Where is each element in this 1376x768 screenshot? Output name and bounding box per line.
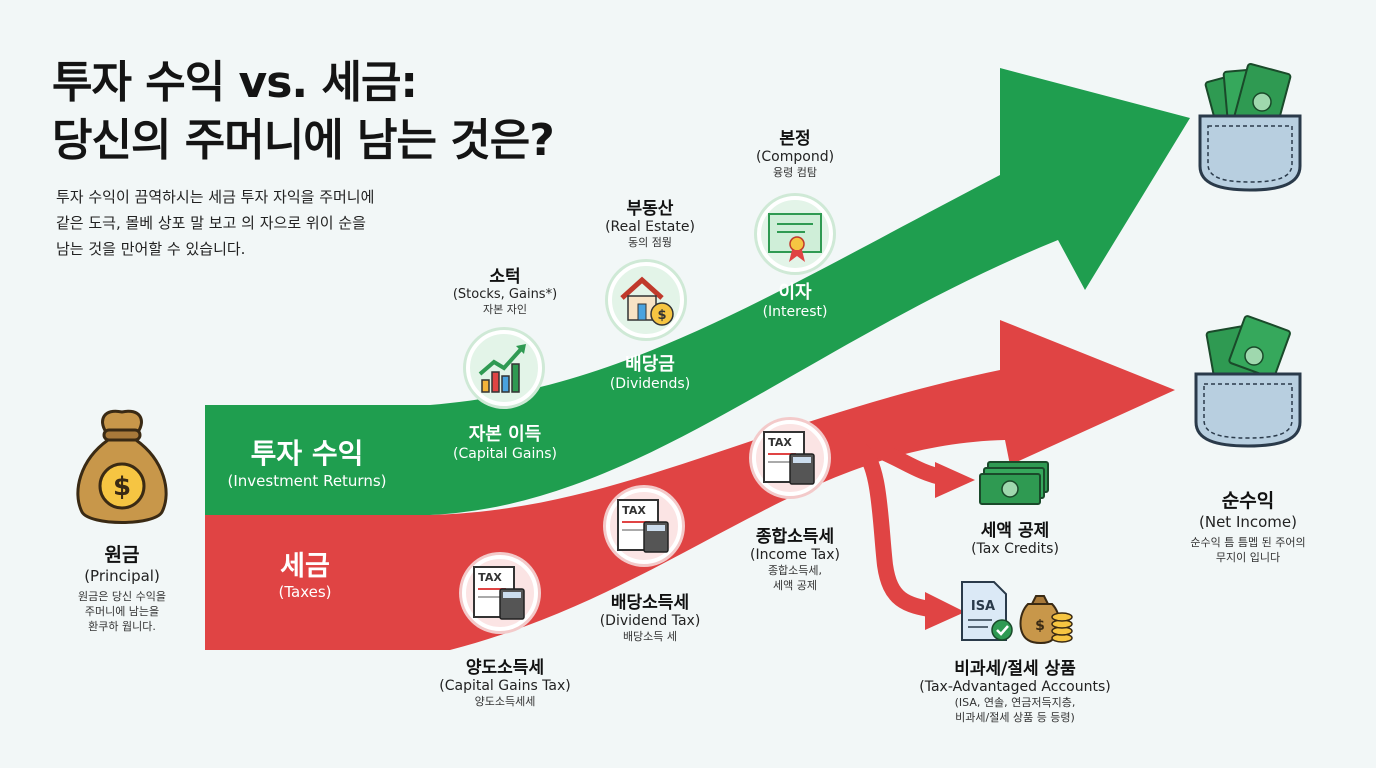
interest-badge (757, 196, 833, 272)
interest-subtitle: (Interest) (762, 304, 828, 320)
money-bag-icon: $ (76, 409, 168, 524)
capital-gains-subtitle: (Capital Gains) (453, 446, 557, 462)
intro-line-3: 남는 것을 만어할 수 있습니다. (56, 240, 246, 258)
interest-title: 이자 (778, 282, 812, 303)
compound-title: 본정 (779, 129, 811, 149)
principal-label: 원금 (Principal) 원금은 당신 수익을 주머니에 남는을 환쿠하 웝… (62, 540, 182, 634)
svg-text:$: $ (113, 472, 131, 502)
dividend-tax-label: 배당소득세 (Dividend Tax) 배당소득 세 (575, 588, 725, 644)
tax-advantaged-title: 비과세/절세 상품 (954, 659, 1076, 679)
svg-text:$: $ (657, 308, 666, 323)
net-income-desc-2: 무지이 입니다 (1215, 551, 1281, 564)
pocket-money-icon (1198, 63, 1302, 192)
capital-gains-tax-badge: TAX (462, 555, 538, 631)
real-estate-label: 부동산 (Real Estate) 동의 점뭥 (580, 194, 720, 250)
interest-label: 이자 (Interest) (735, 278, 855, 320)
capital-gains-tax-sub: 양도소득세세 (474, 695, 536, 708)
income-tax-sub-2: 세액 공제 (773, 579, 817, 592)
page-title: 투자 수익 vs. 세금: 당신의 주머니에 남는 것은? (52, 54, 555, 170)
capital-gains-badge (466, 330, 542, 406)
tax-calculator-icon: TAX (473, 566, 525, 620)
real-estate-sub: 동의 점뭥 (628, 236, 672, 249)
income-tax-title: 종합소득세 (755, 527, 835, 547)
tax-credits-title: 세액 공제 (980, 521, 1050, 541)
net-income-desc-1: 순수익 틈 틈멥 된 주어의 (1190, 536, 1306, 549)
tax-calculator-icon: TAX (763, 431, 815, 485)
dividend-tax-title: 배당소득세 (610, 593, 690, 613)
dividends-title: 배당금 (625, 354, 675, 375)
real-estate-subtitle: (Real Estate) (605, 219, 695, 235)
compound-subtitle: (Compond) (755, 149, 835, 165)
tax-advantaged-label: 비과세/절세 상품 (Tax-Advantaged Accounts) (ISA… (900, 654, 1130, 725)
real-estate-title: 부동산 (626, 199, 674, 219)
dividend-tax-subtitle: (Dividend Tax) (599, 613, 701, 629)
dividend-tax-badge: TAX (606, 488, 682, 564)
capital-gains-label: 자본 이득 (Capital Gains) (430, 420, 580, 462)
income-tax-badge: TAX (752, 420, 828, 496)
taxes-subtitle: (Taxes) (278, 583, 332, 601)
investment-returns-arrow (205, 68, 1190, 515)
taxes-label: 세금 (Taxes) (250, 544, 360, 601)
dividends-label: 배당금 (Dividends) (580, 350, 720, 392)
tax-credits-branch-arrow (834, 432, 947, 486)
tax-advantaged-subtitle: (Tax-Advantaged Accounts) (919, 679, 1111, 695)
principal-title: 원금 (104, 544, 140, 566)
income-tax-sub-1: 종합소득세, (767, 564, 823, 577)
taxes-title: 세금 (280, 551, 330, 582)
capital-gains-tax-subtitle: (Capital Gains Tax) (439, 678, 571, 694)
tax-calculator-icon: TAX (617, 499, 669, 553)
capital-gains-tax-title: 양도소득세 (465, 658, 545, 678)
net-income-title: 순수익 (1221, 490, 1275, 512)
title-line-2: 당신의 주머니에 남는 것은? (52, 115, 555, 166)
isa-document-icon: ISA (961, 581, 1013, 641)
principal-desc-2: 주머니에 남는을 (84, 605, 160, 618)
tax-advantaged-sub-2: 비과세/절세 상품 등 등령) (955, 711, 1075, 724)
pocket-money-icon (1194, 315, 1302, 448)
income-tax-subtitle: (Income Tax) (750, 547, 840, 563)
dividends-subtitle: (Dividends) (609, 376, 691, 392)
investment-returns-subtitle: (Investment Returns) (227, 472, 387, 490)
tax-advantaged-branch-arrow (855, 442, 937, 618)
investment-returns-label: 투자 수익 (Investment Returns) (212, 432, 402, 490)
investment-returns-title: 투자 수익 (250, 437, 364, 470)
capital-gains-title: 자본 이득 (468, 424, 542, 445)
net-income-subtitle: (Net Income) (1199, 513, 1297, 531)
intro-line-2: 같은 도극, 몰베 상포 말 보고 의 자으로 위이 순을 (56, 214, 366, 232)
coin-stack-icon: $ (1019, 595, 1073, 644)
tax-icon-text: TAX (478, 571, 502, 584)
isa-icon-text: ISA (971, 599, 995, 614)
taxes-arrow (205, 320, 1175, 650)
title-line-1: 투자 수익 vs. 세금: (52, 57, 418, 108)
compound-label: 본정 (Compond) 융령 컴탐 (735, 124, 855, 180)
tax-icon-text: TAX (622, 504, 646, 517)
tax-advantaged-sub-1: (ISA, 연솔, 연금저득지층, (954, 696, 1076, 709)
capital-gains-tax-label: 양도소득세 (Capital Gains Tax) 양도소득세세 (420, 653, 590, 709)
tax-credits-subtitle: (Tax Credits) (971, 541, 1059, 557)
stocks-label: 소턱 (Stocks, Gains*) 자본 자인 (430, 262, 580, 317)
dividends-badge: $ (608, 262, 684, 338)
svg-text:$: $ (1035, 618, 1045, 634)
intro-line-1: 투자 수익이 끔역하시는 세금 투자 자익을 주머니에 (56, 188, 375, 206)
principal-desc-3: 환쿠하 웝니다. (88, 620, 156, 633)
tax-credits-label: 세액 공제 (Tax Credits) (945, 516, 1085, 557)
principal-desc-1: 원금은 당신 수익을 (78, 590, 166, 603)
chart-up-icon (478, 344, 526, 393)
certificate-icon (768, 213, 822, 262)
house-coin-icon: $ (620, 276, 674, 326)
net-income-label: 순수익 (Net Income) 순수익 틈 틈멥 된 주어의 무지이 입니다 (1168, 486, 1328, 565)
stocks-subtitle: (Stocks, Gains*) (452, 287, 558, 302)
intro-text: 투자 수익이 끔역하시는 세금 투자 자익을 주머니에 같은 도극, 몰베 상포… (56, 184, 456, 262)
income-tax-label: 종합소득세 (Income Tax) 종합소득세, 세액 공제 (720, 522, 870, 593)
tax-icon-text: TAX (768, 436, 792, 449)
cash-icon (979, 461, 1049, 505)
principal-subtitle: (Principal) (84, 567, 160, 585)
compound-sub: 융령 컴탐 (773, 166, 817, 179)
stocks-sub: 자본 자인 (483, 303, 527, 316)
dividend-tax-sub: 배당소득 세 (622, 630, 678, 643)
stocks-title: 소턱 (489, 267, 521, 287)
